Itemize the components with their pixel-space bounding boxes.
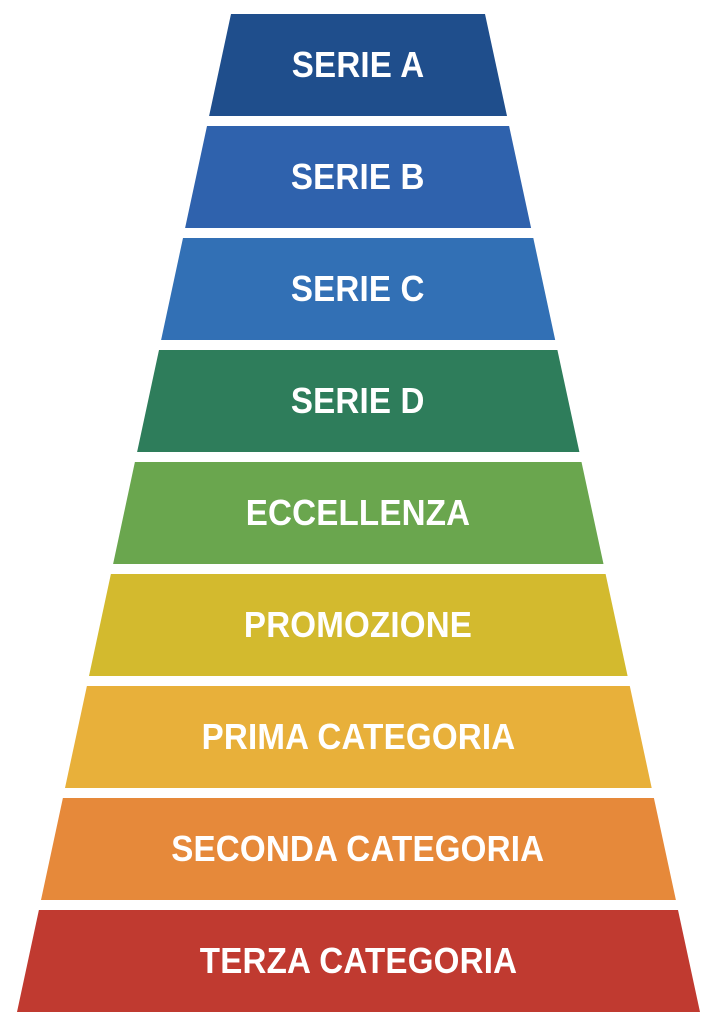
tier-label: SECONDA CATEGORIA (171, 828, 545, 869)
tier-serie-b: SERIE B (185, 126, 532, 228)
tier-label: SERIE B (291, 156, 425, 197)
tier-serie-d: SERIE D (137, 350, 580, 452)
tier-label: ECCELLENZA (245, 492, 471, 533)
tier-label: TERZA CATEGORIA (199, 940, 517, 981)
tier-promozione: PROMOZIONE (89, 574, 628, 676)
tier-eccellenza: ECCELLENZA (113, 462, 604, 564)
tier-serie-a: SERIE A (209, 14, 507, 116)
tier-terza-categoria: TERZA CATEGORIA (17, 910, 700, 1012)
tier-label: SERIE D (291, 380, 425, 421)
tier-label: SERIE A (291, 44, 425, 85)
tier-seconda-categoria: SECONDA CATEGORIA (41, 798, 676, 900)
tier-label: PRIMA CATEGORIA (201, 716, 515, 757)
tier-label: SERIE C (291, 268, 425, 309)
tier-label: PROMOZIONE (243, 604, 473, 645)
tier-prima-categoria: PRIMA CATEGORIA (65, 686, 652, 788)
tier-serie-c: SERIE C (161, 238, 556, 340)
